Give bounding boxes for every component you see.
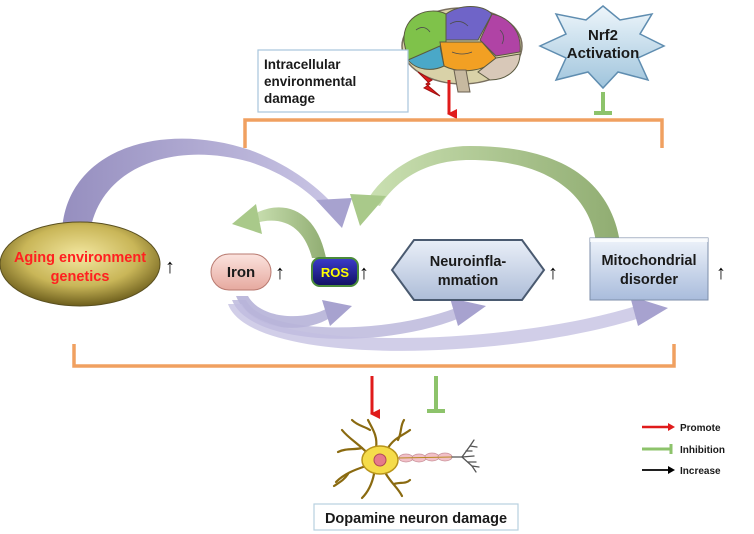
iron-label: Iron [227,264,255,281]
aging-environment-genetics-node: Aging environment genetics [0,221,161,307]
intracellular-line-1: Intracellular [264,57,341,72]
mitochondrial-line-1: Mitochondrial [601,253,696,269]
legend-inhibition-label: Inhibition [680,445,725,456]
nrf2-line-2: Activation [567,45,640,62]
inhibition-bar-neuron [427,376,445,413]
brain-illustration [401,6,523,93]
intracellular-line-3: damage [264,91,316,106]
legend-increase: Increase [642,466,721,477]
legend-promote: Promote [642,423,721,434]
top-bracket [243,118,664,148]
mitochondrial-line-2: disorder [620,272,678,288]
legend-increase-label: Increase [680,466,721,477]
iron-node: Iron [210,253,272,291]
neuroinflammation-node: Neuroinfla- mmation [390,239,546,301]
purple-arrow-to-mitochondrial [228,296,668,351]
increase-arrow-aging: ↑ [165,256,175,278]
inhibition-bar-nrf2 [594,92,612,115]
aging-line-2: genetics [51,269,110,285]
dopamine-label: Dopamine neuron damage [325,511,507,527]
intracellular-damage-box: Intracellular environmental damage [257,49,409,113]
ros-label: ROS [321,265,350,280]
increase-arrow-ros: ↑ [359,262,369,284]
dopamine-neuron-damage-box: Dopamine neuron damage [313,503,519,531]
nrf2-line-1: Nrf2 [588,27,618,44]
legend: Promote Inhibition Increase [642,423,725,477]
ros-node: ROS [311,257,359,287]
neuroinflammation-line-2: mmation [438,273,498,289]
legend-promote-label: Promote [680,423,721,434]
bottom-bracket [72,344,676,368]
lightning-icon [417,71,441,97]
neuroinflammation-line-1: Neuroinfla- [430,254,507,270]
aging-line-1: Aging environment [14,250,146,266]
curved-arrow-aging-to-ros [62,138,352,232]
curved-arrow-ros-to-iron [232,204,326,258]
legend-inhibition: Inhibition [642,444,725,456]
increase-arrow-iron: ↑ [275,262,285,284]
nrf2-activation-star: Nrf2 Activation [538,5,666,90]
increase-arrow-neuroinflammation: ↑ [548,262,558,284]
increase-arrow-mitochondrial: ↑ [716,262,726,284]
intracellular-line-2: environmental [264,74,356,89]
mitochondrial-disorder-node: Mitochondrial disorder [589,237,709,301]
neuron-illustration [332,418,480,500]
curved-arrow-mito-to-ros [350,146,620,242]
